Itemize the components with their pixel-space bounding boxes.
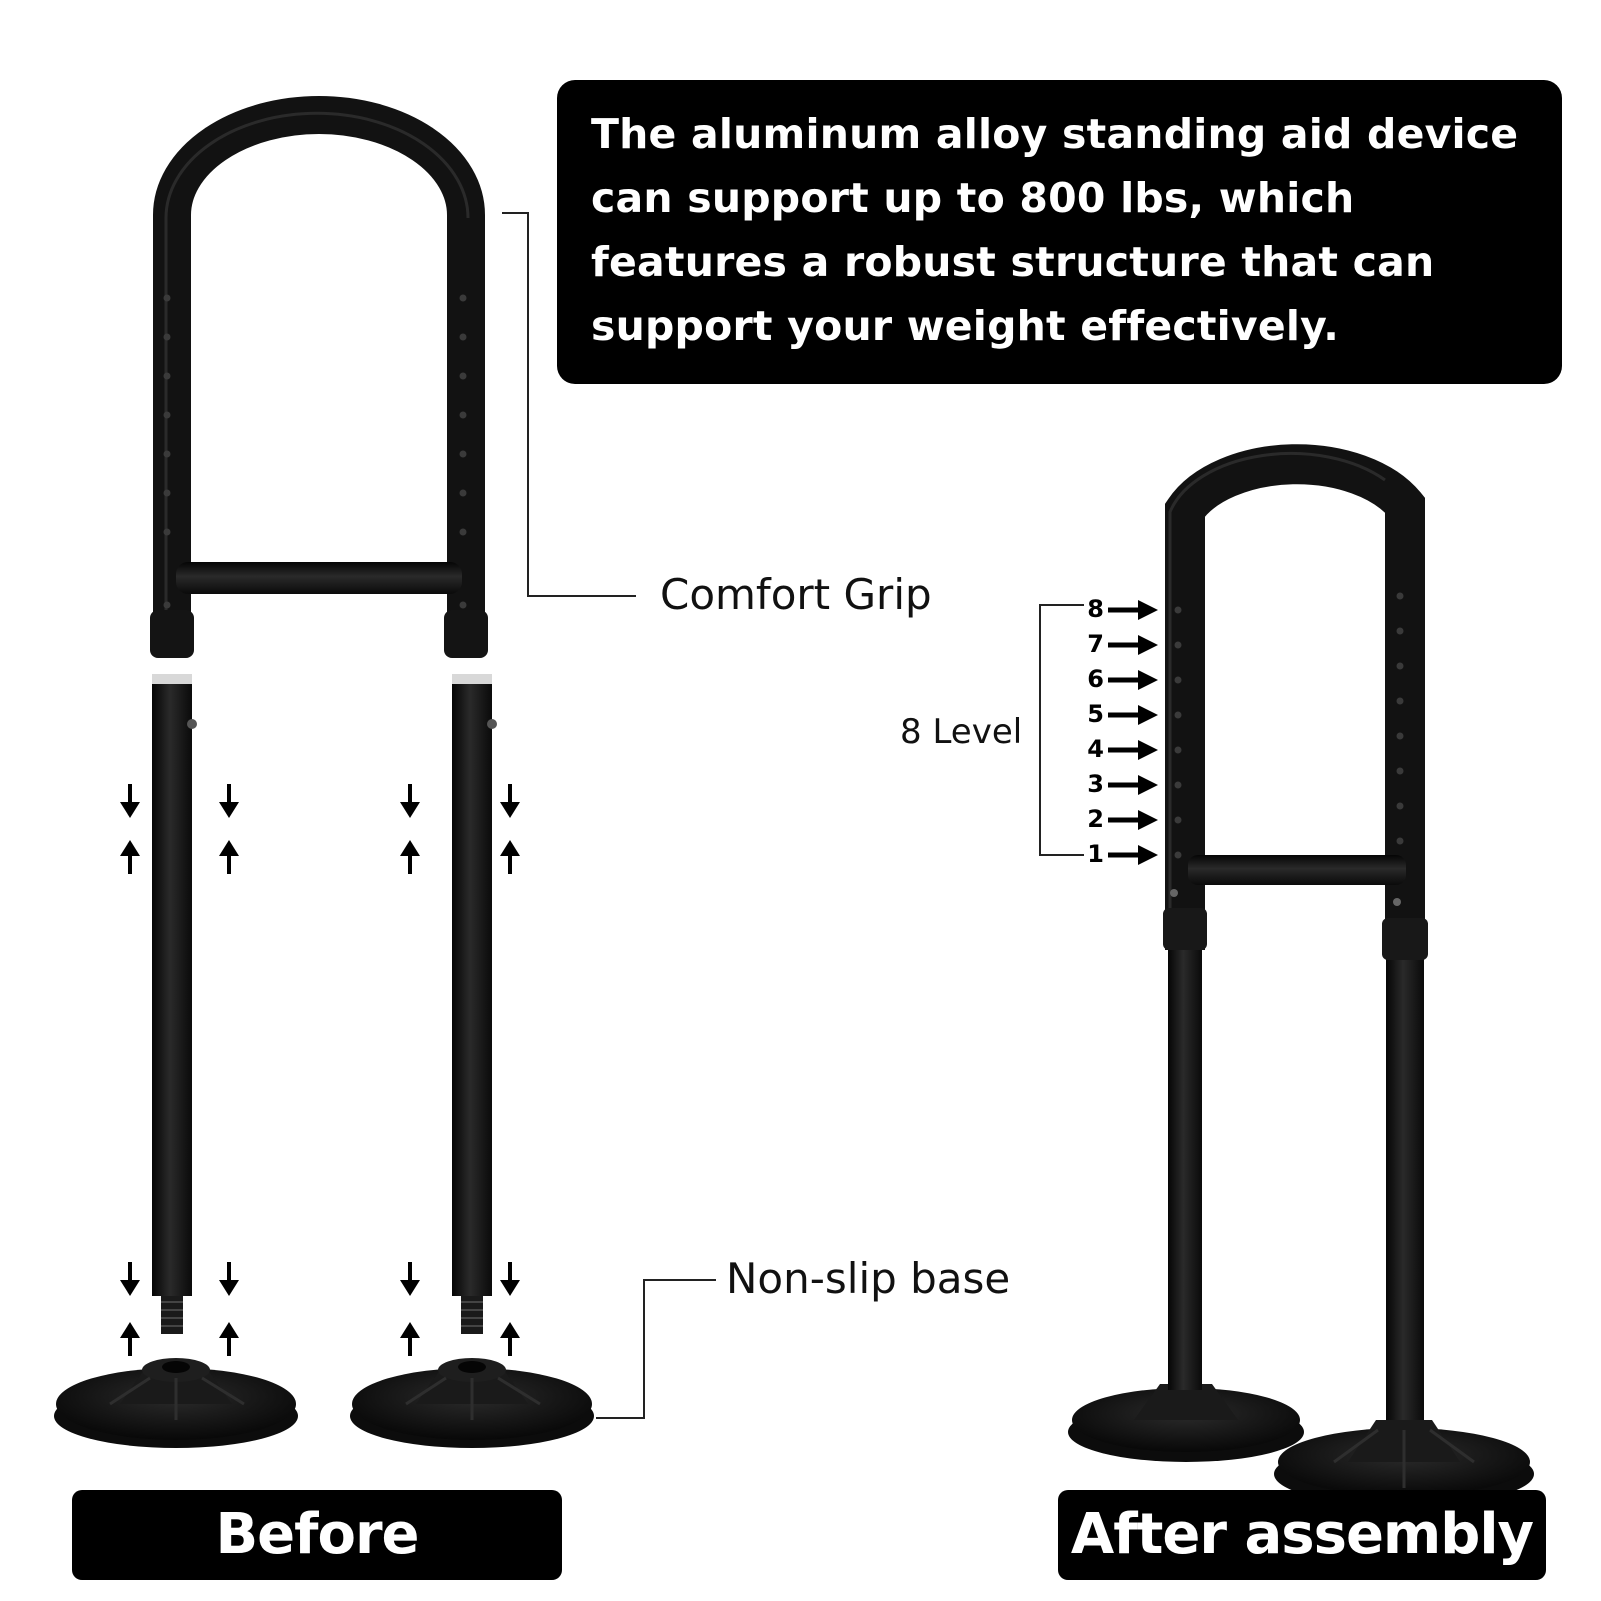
level-number: 3 xyxy=(1087,770,1104,798)
base-leader-line xyxy=(596,1279,716,1419)
arrow-right-icon xyxy=(1108,600,1158,620)
arrow-up-icon xyxy=(120,840,520,874)
level-number: 7 xyxy=(1087,630,1104,658)
arrow-right-icon xyxy=(1108,670,1158,690)
level-bracket-line xyxy=(1039,604,1084,856)
adjustment-holes-before xyxy=(163,294,467,609)
before-assembly-label: Before assembly xyxy=(72,1490,562,1601)
callout-leader-lines xyxy=(502,212,1084,1419)
leg-right-before xyxy=(452,674,497,1334)
level-number: 5 xyxy=(1087,700,1104,728)
base-left-before xyxy=(54,1358,298,1448)
level-number: 4 xyxy=(1087,735,1104,763)
arrow-right-icon xyxy=(1108,810,1158,830)
frame-top-before xyxy=(150,96,488,658)
level-arrows xyxy=(1108,600,1158,865)
level-number: 1 xyxy=(1087,840,1104,868)
arrow-up-icon xyxy=(120,1322,520,1356)
leg-left-before xyxy=(152,674,197,1334)
level-number: 8 xyxy=(1087,595,1104,623)
level-count-label: 8 Level xyxy=(900,712,1023,752)
non-slip-base-label: Non-slip base xyxy=(726,1254,1011,1303)
base-right-before xyxy=(350,1358,594,1448)
rail-after xyxy=(1068,444,1534,1506)
after-assembly-label: After assembly xyxy=(1058,1490,1546,1580)
comfort-grip-label: Comfort Grip xyxy=(660,570,932,619)
level-number: 6 xyxy=(1087,665,1104,693)
headline-text: The aluminum alloy standing aid device c… xyxy=(591,110,1519,350)
arrow-right-icon xyxy=(1108,635,1158,655)
grip-leader-line xyxy=(502,212,636,597)
arrow-down-icon xyxy=(120,1262,520,1296)
headline-banner: The aluminum alloy standing aid device c… xyxy=(557,80,1562,384)
arrow-right-icon xyxy=(1108,740,1158,760)
arrow-right-icon xyxy=(1108,705,1158,725)
level-number: 2 xyxy=(1087,805,1104,833)
arrow-right-icon xyxy=(1108,845,1158,865)
arrow-right-icon xyxy=(1108,775,1158,795)
arrow-down-icon xyxy=(120,784,520,818)
assembly-arrows xyxy=(120,784,520,1356)
